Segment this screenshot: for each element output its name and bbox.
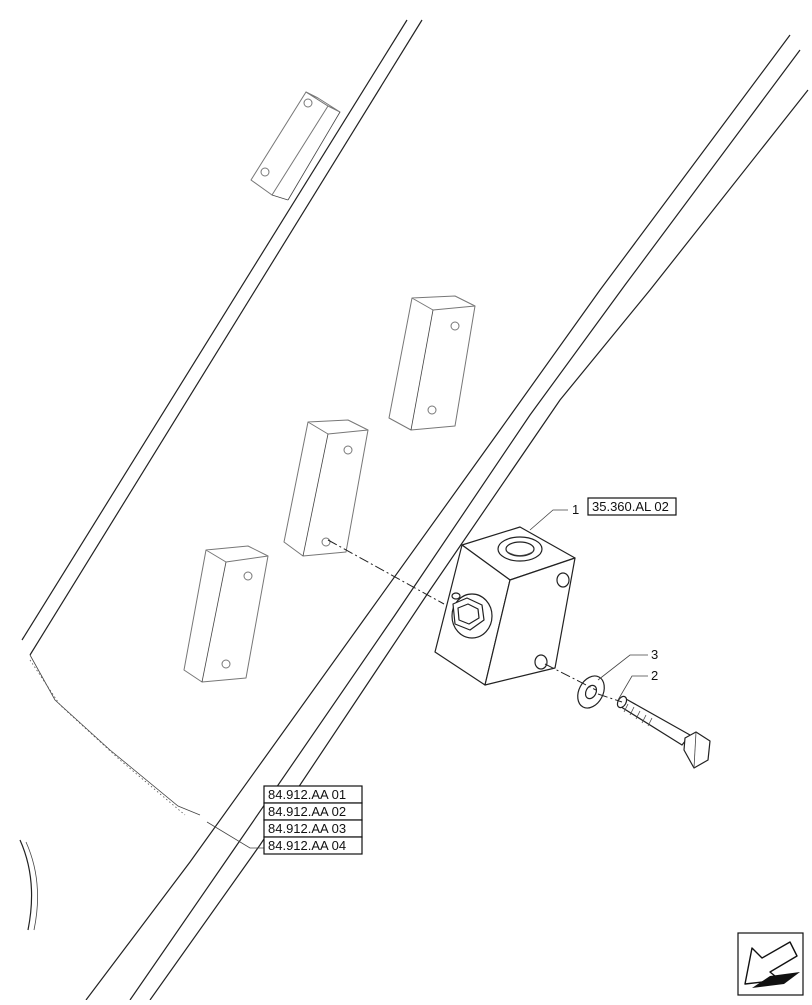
leader-lines (206, 509, 648, 849)
frame-rails (19, 19, 809, 1001)
ref-box-callout-1[interactable] (587, 497, 677, 516)
callout-1-number: 1 (572, 502, 579, 517)
ref-stack: 84.912.AA 01 84.912.AA 02 84.912.AA 03 8… (263, 785, 363, 855)
valve-block (434, 526, 576, 686)
ref-stack-text-4[interactable]: 84.912.AA 04 (268, 838, 346, 853)
ref-stack-item-4[interactable] (263, 836, 363, 855)
washer (577, 675, 605, 709)
ref-stack-text-2[interactable]: 84.912.AA 02 (268, 804, 346, 819)
spacer-block-2 (283, 419, 369, 557)
ref-callout-1[interactable]: 35.360.AL 02 (592, 499, 669, 514)
callout-2-number: 2 (651, 668, 658, 683)
callout-3-number: 3 (651, 647, 658, 662)
spacer-block-1 (388, 295, 476, 431)
arrow-back-icon[interactable] (737, 932, 804, 996)
ref-stack-text-3[interactable]: 84.912.AA 03 (268, 821, 346, 836)
ref-stack-text-1[interactable]: 84.912.AA 01 (268, 787, 346, 802)
spacer-block-3 (183, 545, 269, 683)
assembly-lines (327, 539, 623, 703)
bolt (616, 695, 711, 769)
small-bracket (250, 91, 341, 201)
